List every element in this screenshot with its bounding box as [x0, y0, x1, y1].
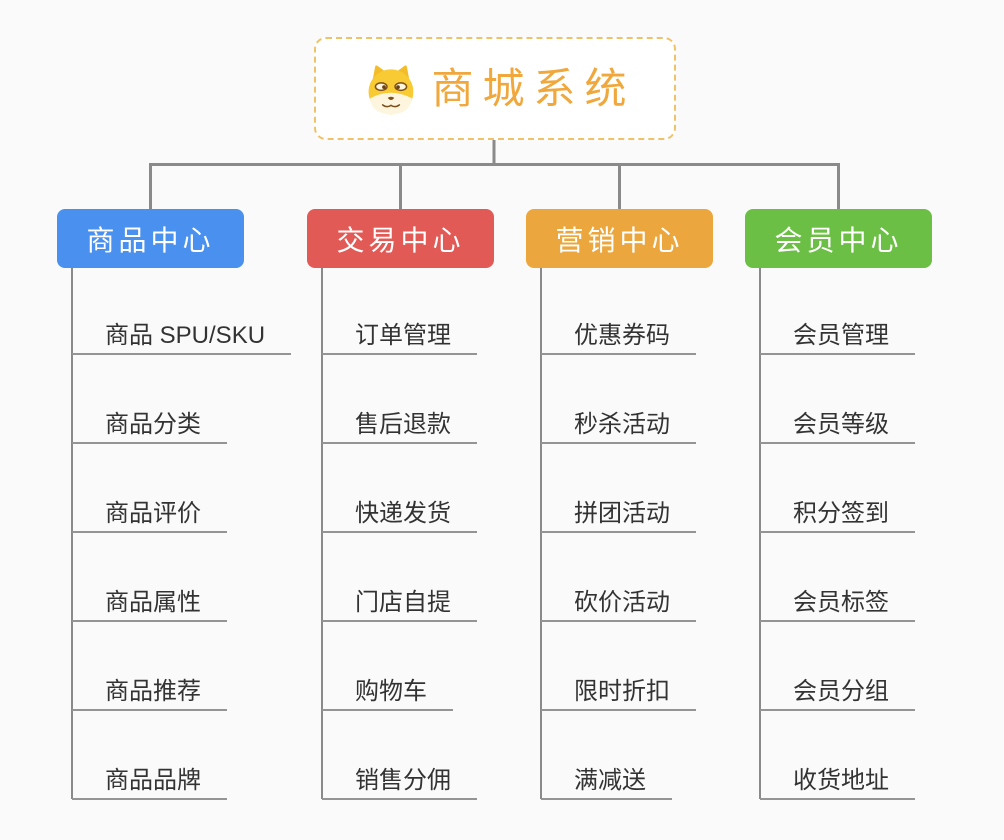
branch-members: 会员中心 会员管理会员等级积分签到会员标签会员分组收货地址: [745, 209, 1004, 840]
branch-topic-products[interactable]: 商品中心: [57, 209, 244, 268]
subtopic[interactable]: 积分签到: [760, 497, 915, 533]
branch-items-trade: 订单管理售后退款快递发货门店自提购物车销售分佣: [307, 209, 567, 840]
branch-items-members: 会员管理会员等级积分签到会员标签会员分组收货地址: [745, 209, 1004, 840]
branch-topic-trade[interactable]: 交易中心: [307, 209, 494, 268]
root-topic[interactable]: 商城系统: [314, 37, 676, 140]
branch-products: 商品中心 商品 SPU/SKU 商品分类商品评价商品属性商品推荐商品品牌: [57, 209, 317, 840]
subtopic[interactable]: 砍价活动: [541, 586, 696, 622]
subtopic[interactable]: 秒杀活动: [541, 408, 696, 444]
subtopic[interactable]: 商品推荐: [72, 675, 227, 711]
subtopic[interactable]: 商品评价: [72, 497, 227, 533]
branch-topic-members[interactable]: 会员中心: [745, 209, 932, 268]
subtopic[interactable]: 收货地址: [760, 764, 915, 800]
subtopic[interactable]: 购物车: [322, 675, 453, 711]
subtopic[interactable]: 会员分组: [760, 675, 915, 711]
subtopic[interactable]: 商品分类: [72, 408, 227, 444]
branch-topic-marketing[interactable]: 营销中心: [526, 209, 713, 268]
subtopic[interactable]: 售后退款: [322, 408, 477, 444]
subtopic[interactable]: 满减送: [541, 764, 672, 800]
subtopic[interactable]: 商品属性: [72, 586, 227, 622]
subtopic[interactable]: 商品品牌: [72, 764, 227, 800]
subtopic[interactable]: 会员管理: [760, 319, 915, 355]
subtopic[interactable]: 优惠券码: [541, 319, 696, 355]
subtopic[interactable]: 限时折扣: [541, 675, 696, 711]
subtopic[interactable]: 拼团活动: [541, 497, 696, 533]
branch-items-products: 商品 SPU/SKU 商品分类商品评价商品属性商品推荐商品品牌: [57, 209, 317, 840]
subtopic[interactable]: 门店自提: [322, 586, 477, 622]
subtopic[interactable]: 快递发货: [322, 497, 477, 533]
subtopic[interactable]: 商品 SPU/SKU: [72, 319, 292, 355]
subtopic[interactable]: 销售分佣: [322, 764, 477, 800]
subtopic[interactable]: 会员等级: [760, 408, 915, 444]
subtopic[interactable]: 会员标签: [760, 586, 915, 622]
branch-marketing: 营销中心 优惠券码秒杀活动拼团活动砍价活动限时折扣满减送: [526, 209, 786, 840]
branch-items-marketing: 优惠券码秒杀活动拼团活动砍价活动限时折扣满减送: [526, 209, 786, 840]
doge-face-icon: [369, 64, 414, 114]
root-topic-label: 商城系统: [431, 64, 636, 112]
branch-trade: 交易中心 订单管理售后退款快递发货门店自提购物车销售分佣: [307, 209, 567, 840]
subtopic[interactable]: 订单管理: [322, 319, 477, 355]
